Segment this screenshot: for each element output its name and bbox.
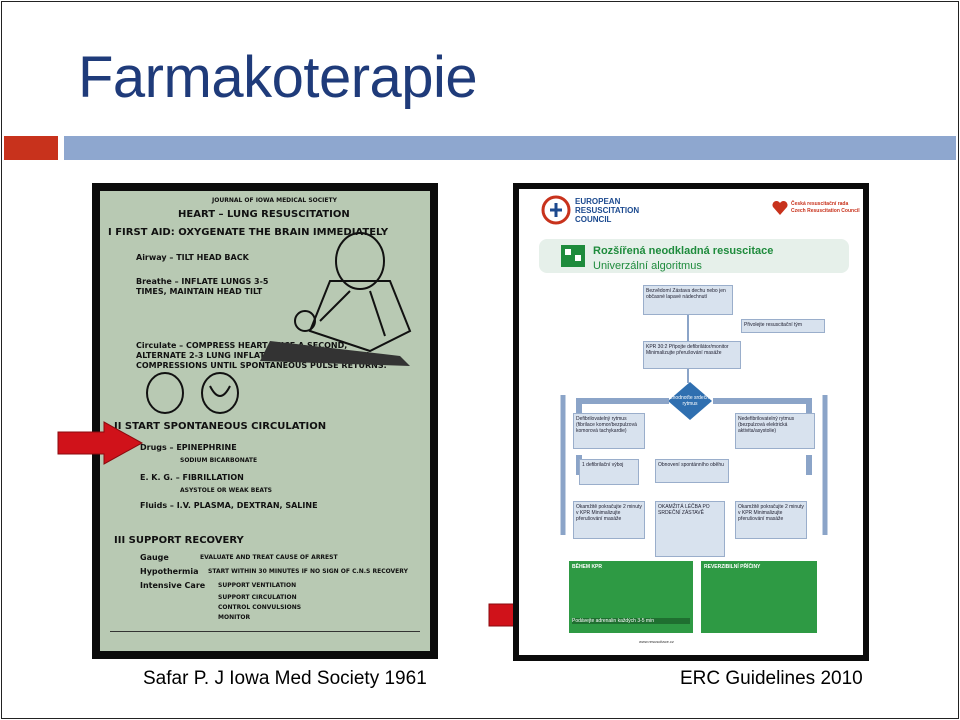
- erc-subtitle: Univerzální algoritmus: [593, 260, 702, 272]
- box-call-team: Přivolejte resuscitační tým: [741, 319, 825, 333]
- poster-circulate: Circulate – COMPRESS HEART ONCE A SECOND…: [136, 341, 387, 370]
- box-unresponsive: Bezvědomí Zástava dechu nebo jen občasné…: [643, 285, 733, 315]
- box-shock: 1 defibrilační výboj: [579, 459, 639, 485]
- poster-gauge: Gauge: [140, 553, 169, 562]
- poster-intensive-text: SUPPORT VENTILATION: [218, 582, 297, 589]
- poster-heading: HEART – LUNG RESUSCITATION: [178, 209, 350, 220]
- flow-line-2: [687, 369, 689, 383]
- green-box-reversible-causes: REVERZIBILNÍ PŘÍČINY: [701, 561, 817, 633]
- caption-left: Safar P. J Iowa Med Society 1961: [143, 668, 427, 689]
- poster-section-3: III SUPPORT RECOVERY: [114, 535, 244, 546]
- resuscitation-illustration: [260, 232, 412, 366]
- poster-gauge-text: EVALUATE AND TREAT CAUSE OF ARREST: [200, 554, 338, 561]
- box-nonshockable: Nedefibrilovatelný rytmus (bezpulzová el…: [735, 413, 815, 449]
- poster-section-2: II START SPONTANEOUS CIRCULATION: [114, 421, 327, 432]
- box-shockable: Defibrilovatelný rytmus (fibrilace komor…: [573, 413, 645, 449]
- assess-rhythm-diamond: [668, 382, 712, 420]
- chest-diagram: [146, 372, 239, 414]
- erc-title-band: [539, 239, 849, 273]
- red-arrow-left-icon: [57, 421, 144, 465]
- poster-airway: Airway – TILT HEAD BACK: [136, 253, 249, 262]
- slide-title: Farmakoterapie: [78, 45, 478, 110]
- poster-control: CONTROL CONVULSIONS: [218, 604, 302, 611]
- flow-line-1: [687, 315, 689, 341]
- cz-org-name: Česká resuscitační rada Czech Resuscitat…: [791, 201, 860, 215]
- poster-breathe: Breathe – INFLATE LUNGS 3-5 TIMES, MAINT…: [136, 277, 269, 296]
- title-accent-red: [4, 136, 58, 160]
- poster-support: SUPPORT CIRCULATION: [218, 594, 297, 601]
- erc-org-name: EUROPEAN RESUSCITATION COUNCIL: [575, 197, 639, 224]
- cz-org-line2: Czech Resuscitation Council: [791, 208, 860, 214]
- green-box-during-cpr: BĚHEM KPR Podávejte adrenalin každých 3-…: [569, 561, 693, 633]
- green-left-last-item: Podávejte adrenalin každých 3-5 min: [572, 618, 690, 624]
- algorithm-icon: [561, 245, 585, 267]
- diamond-label: Zhodnoťte srdeční rytmus: [669, 395, 711, 407]
- poster-drugs: Drugs – EPINEPHRINE: [140, 443, 237, 452]
- erc-org-line3: COUNCIL: [575, 215, 612, 224]
- erc-footer: www.resuscitace.cz: [639, 639, 674, 644]
- box-resume-left: Okamžitě pokračujte 2 minuty v KPR Minim…: [573, 501, 645, 539]
- poster-intensive: Intensive Care: [140, 581, 206, 590]
- erc-title: Rozšířená neodkladná resuscitace: [593, 245, 774, 257]
- poster-section-1: I FIRST AID: OXYGENATE THE BRAIN IMMEDIA…: [108, 227, 389, 238]
- poster-ekg: E. K. G. – FIBRILLATION: [140, 473, 244, 482]
- poster-journal: JOURNAL OF IOWA MEDICAL SOCIETY: [212, 197, 337, 204]
- cz-org-line1: Česká resuscitační rada: [791, 201, 849, 207]
- erc-org-line1: EUROPEAN: [575, 197, 621, 206]
- poster-monitor: MONITOR: [218, 614, 251, 621]
- caption-right: ERC Guidelines 2010: [680, 668, 863, 689]
- poster-ekg2: ASYSTOLE OR WEAK BEATS: [180, 487, 273, 494]
- green-left-title: BĚHEM KPR: [572, 564, 603, 570]
- title-accent-blue: [64, 136, 956, 160]
- green-right-title: REVERZIBILNÍ PŘÍČINY: [704, 564, 761, 570]
- poster-footnote-line: [110, 631, 420, 646]
- poster-bicarb: SODIUM BICARBONATE: [180, 457, 258, 464]
- box-cpr: KPR 30:2 Připojte defibrilátor/monitor M…: [643, 341, 741, 369]
- box-post-arrest: OKAMŽITÁ LÉČBA PO SRDEČNÍ ZÁSTAVĚ: [655, 501, 725, 557]
- poster-fluids: Fluids – I.V. PLASMA, DEXTRAN, SALINE: [140, 501, 318, 510]
- erc-logo-icon: [541, 195, 571, 225]
- erc-poster-image: EUROPEAN RESUSCITATION COUNCIL Česká res…: [513, 183, 869, 661]
- poster-hypothermia-text: START WITHIN 30 MINUTES IF NO SIGN OF C.…: [208, 568, 408, 575]
- box-resume-right: Okamžitě pokračujte 2 minuty v KPR Minim…: [735, 501, 807, 539]
- safar-poster-image: JOURNAL OF IOWA MEDICAL SOCIETY HEART – …: [92, 183, 438, 659]
- czech-council-heart-icon: [772, 200, 788, 215]
- poster-hypothermia: Hypothermia: [140, 567, 199, 576]
- box-rosc: Obnovení spontánního oběhu: [655, 459, 729, 483]
- erc-org-line2: RESUSCITATION: [575, 206, 640, 215]
